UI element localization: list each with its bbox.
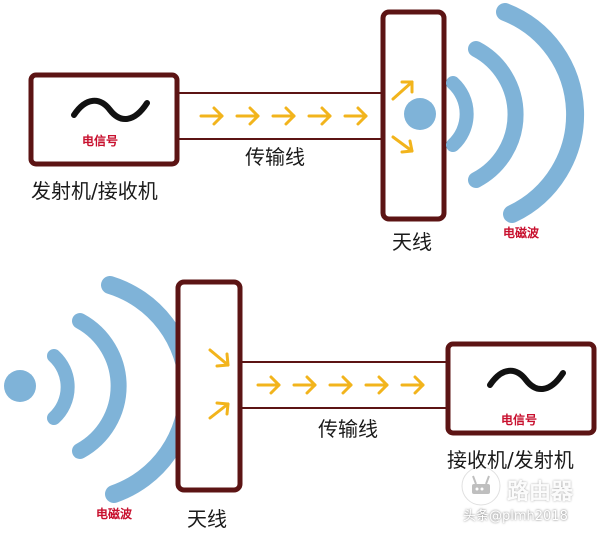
top-em-waves-icon xyxy=(446,3,585,223)
bottom-device-label: 接收机/发射机 xyxy=(447,448,574,472)
bottom-signal-tilde-icon xyxy=(487,367,566,392)
top-arrow-icon xyxy=(271,106,296,126)
bottom-antenna-arrows xyxy=(208,348,230,420)
bottom-arrow-icon xyxy=(328,375,353,395)
bottom-em-waves-icon xyxy=(47,276,197,503)
bottom-antenna-box xyxy=(175,279,243,493)
bottom-antenna-label: 天线 xyxy=(187,507,227,531)
top-transmission-line-label: 传输线 xyxy=(245,145,305,169)
top-transmission-line xyxy=(177,92,383,140)
bottom-transmission-line xyxy=(240,361,448,409)
bottom-device-signal-label: 电信号 xyxy=(501,413,538,427)
bottom-arrow-icon xyxy=(364,375,389,395)
bottom-antenna-arrow-up-icon xyxy=(208,401,230,420)
bottom-arrow-icon xyxy=(400,375,425,395)
top-antenna-arrow-down-icon xyxy=(391,135,414,154)
top-em-wave-label: 电磁波 xyxy=(503,226,540,240)
watermark-handle: 头条@plmh2018 xyxy=(463,509,568,524)
top-arrow-icon xyxy=(307,106,332,126)
bottom-arrow-icon xyxy=(292,375,317,395)
top-device-signal-label: 电信号 xyxy=(82,134,119,148)
top-antenna-arrow-up-icon xyxy=(391,80,414,101)
top-arrow-icon xyxy=(199,106,224,126)
bottom-transmission-line-label: 传输线 xyxy=(318,417,378,441)
bottom-signal-arrows xyxy=(256,375,425,395)
top-arrow-icon xyxy=(235,106,260,126)
bottom-em-wave-label: 电磁波 xyxy=(96,507,133,521)
top-device-box xyxy=(28,72,180,167)
top-system xyxy=(28,3,585,223)
top-antenna-label: 天线 xyxy=(392,230,432,254)
top-arrow-icon xyxy=(343,106,368,126)
bottom-system xyxy=(4,276,597,503)
top-antenna-arrows xyxy=(391,80,414,154)
top-signal-tilde-icon xyxy=(71,97,150,122)
top-signal-arrows xyxy=(199,106,368,126)
watermark-logo-text: 路由器 xyxy=(507,480,574,505)
bottom-antenna-arrow-down-icon xyxy=(208,348,230,368)
bottom-source-dot-icon xyxy=(4,370,36,402)
top-radiator-dot-icon xyxy=(404,98,436,130)
bottom-arrow-icon xyxy=(256,375,281,395)
top-device-label: 发射机/接收机 xyxy=(31,179,158,203)
bottom-device-box xyxy=(445,341,597,436)
watermark-logo-icon xyxy=(461,466,501,506)
